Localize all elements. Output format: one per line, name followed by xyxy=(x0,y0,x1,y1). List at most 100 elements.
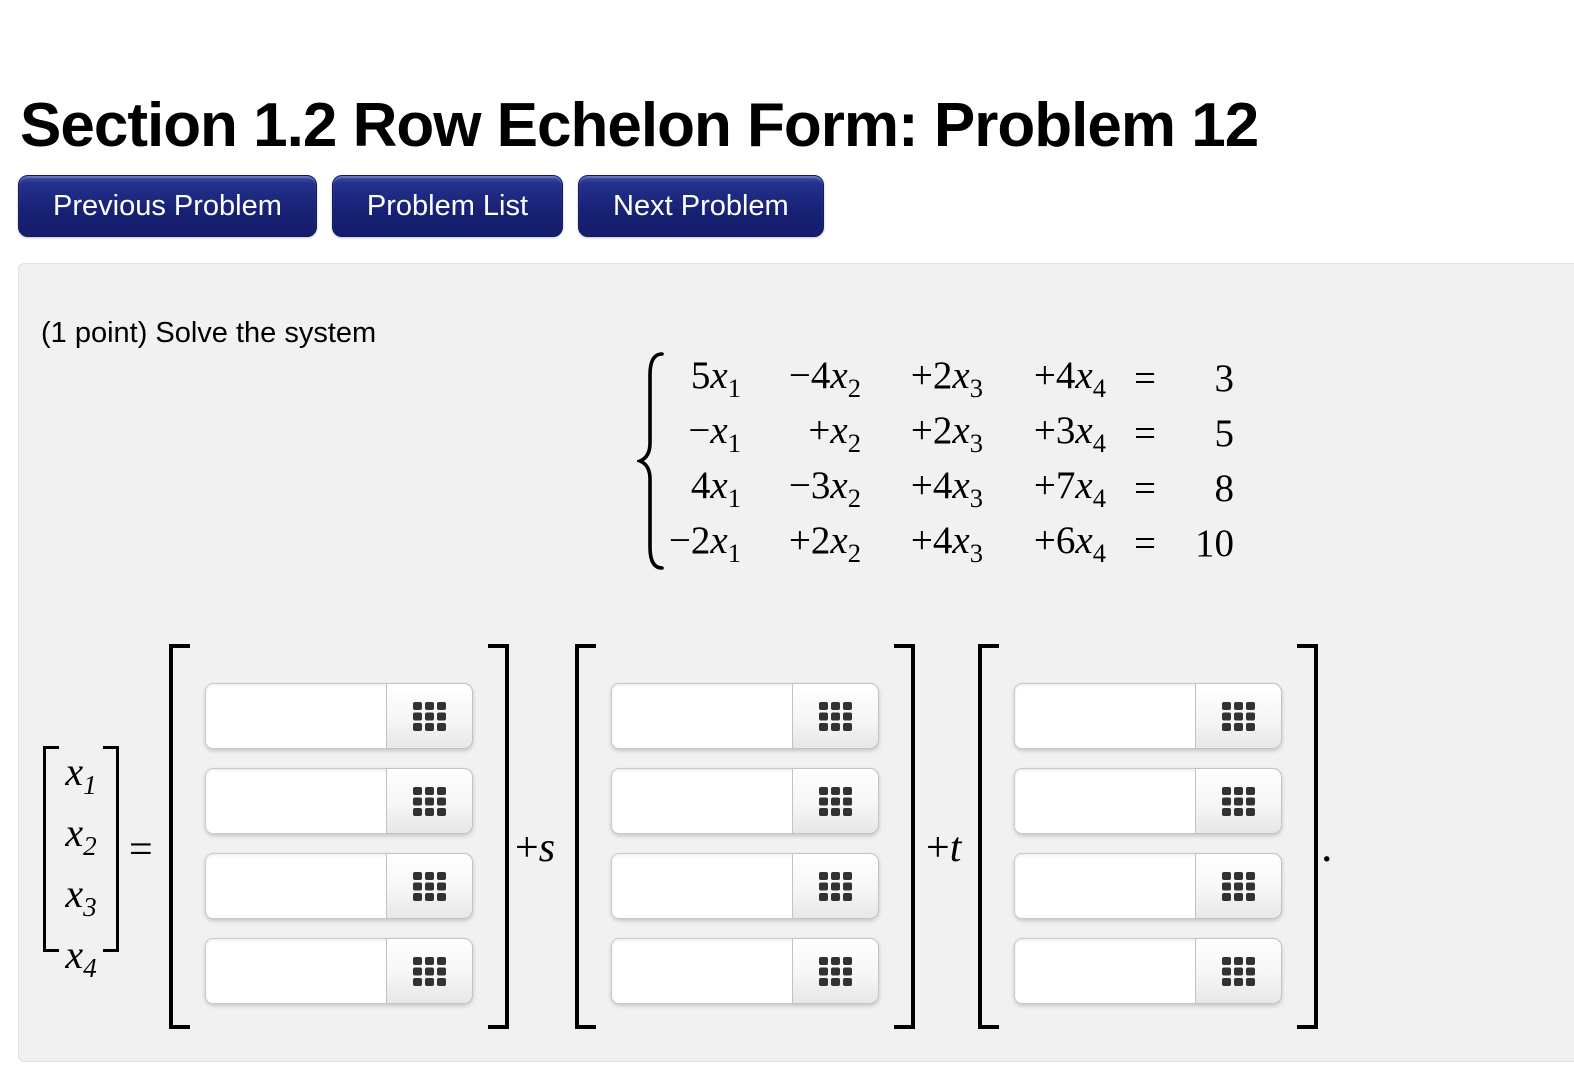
grid-icon xyxy=(1222,871,1255,901)
right-bracket xyxy=(894,644,915,1029)
system-left-brace-icon xyxy=(637,352,664,570)
equation-term: −2x1 xyxy=(668,519,741,568)
grid-icon xyxy=(413,956,446,986)
matrix-entry-4 xyxy=(205,938,473,1004)
equation-term: +6x4 xyxy=(1033,519,1106,568)
matrix-entry-4 xyxy=(611,938,879,1004)
equation-term: 5x1 xyxy=(690,354,741,403)
points-label: (1 point) xyxy=(41,317,148,349)
equation-editor-button[interactable] xyxy=(386,768,473,834)
equation-editor-button[interactable] xyxy=(386,683,473,749)
equation-equals: = xyxy=(1134,412,1156,455)
right-bracket xyxy=(488,644,509,1029)
grid-icon xyxy=(413,701,446,731)
previous-problem-button[interactable]: Previous Problem xyxy=(18,175,317,237)
equation-row: −x1+x2+2x3+3x4=5 xyxy=(646,406,1234,461)
equation-row: −2x1 +2x2 +4x3 +6x4 = 10 xyxy=(646,516,1234,571)
answer-input[interactable] xyxy=(205,853,406,919)
answer-input[interactable] xyxy=(611,768,812,834)
equation-editor-button[interactable] xyxy=(792,768,879,834)
answer-input[interactable] xyxy=(205,768,406,834)
equation-equals: = xyxy=(1134,357,1156,400)
equation-row: 5x1 −4x2 +2x3 +4x4 = 3 xyxy=(646,351,1234,406)
left-bracket xyxy=(978,644,999,1029)
page-title: Section 1.2 Row Echelon Form: Problem 12 xyxy=(20,90,1259,160)
answer-input[interactable] xyxy=(1014,768,1215,834)
vector-entry: x3 xyxy=(65,871,97,922)
equation-term: +4x3 xyxy=(910,519,983,568)
matrix-entry-1 xyxy=(611,683,879,749)
answer-matrix-t xyxy=(978,644,1318,1029)
matrix-entry-4 xyxy=(1014,938,1282,1004)
next-problem-button[interactable]: Next Problem xyxy=(578,175,824,237)
equation-term: +4x4 xyxy=(1033,354,1106,403)
grid-icon xyxy=(1222,701,1255,731)
equation-term: +4x3 xyxy=(910,464,983,513)
vector-entry: x1 xyxy=(65,749,97,800)
matrix-entry-3 xyxy=(205,853,473,919)
matrix-entry-3 xyxy=(611,853,879,919)
grid-icon xyxy=(819,871,852,901)
right-bracket xyxy=(1297,644,1318,1029)
equation-editor-button[interactable] xyxy=(1195,853,1282,919)
left-bracket xyxy=(169,644,190,1029)
equation-term: +2x3 xyxy=(910,354,983,403)
equals-sign: = xyxy=(129,827,153,873)
equation-editor-button[interactable] xyxy=(1195,938,1282,1004)
equation-editor-button[interactable] xyxy=(792,853,879,919)
equation-editor-button[interactable] xyxy=(792,938,879,1004)
right-bracket xyxy=(103,746,119,952)
plus-t-term: +t xyxy=(926,825,962,871)
x-vector: x1 x2 x3 x4 xyxy=(43,746,119,983)
grid-icon xyxy=(413,871,446,901)
grid-icon xyxy=(819,956,852,986)
equation-editor-button[interactable] xyxy=(792,683,879,749)
answer-input[interactable] xyxy=(611,938,812,1004)
answer-input[interactable] xyxy=(1014,853,1215,919)
matrix-entry-2 xyxy=(205,768,473,834)
equation-editor-button[interactable] xyxy=(386,938,473,1004)
answer-input[interactable] xyxy=(611,683,812,749)
equation-equals: = xyxy=(1134,522,1156,565)
problem-list-button[interactable]: Problem List xyxy=(331,175,564,237)
answer-input[interactable] xyxy=(1014,683,1215,749)
equation-term: −4x2 xyxy=(788,354,861,403)
matrix-entry-2 xyxy=(1014,768,1282,834)
equation-row: 4x1−3x2+4x3+7x4=8 xyxy=(646,461,1234,516)
equation-editor-button[interactable] xyxy=(1195,768,1282,834)
plus-s-term: +s xyxy=(515,825,556,871)
left-bracket xyxy=(575,644,596,1029)
equation-term: +7x4 xyxy=(1033,464,1106,513)
answer-input[interactable] xyxy=(205,938,406,1004)
problem-prompt: (1 point)Solve the system xyxy=(41,317,376,350)
problem-panel: (1 point)Solve the system 5x1−4x2+2x3+4x… xyxy=(18,263,1574,1062)
grid-icon xyxy=(1222,786,1255,816)
prompt-text: Solve the system xyxy=(155,317,377,349)
grid-icon xyxy=(819,786,852,816)
equation-rhs: 5 xyxy=(1214,412,1235,455)
equation-editor-button[interactable] xyxy=(1195,683,1282,749)
answer-matrix-s xyxy=(575,644,915,1029)
matrix-entry-3 xyxy=(1014,853,1282,919)
equation-term: +2x3 xyxy=(910,409,983,458)
sentence-period: . xyxy=(1321,820,1333,871)
equation-term: +2x2 xyxy=(788,519,861,568)
equation-term: −x1 xyxy=(688,409,741,458)
answer-input[interactable] xyxy=(611,853,812,919)
equation-term: −3x2 xyxy=(788,464,861,513)
vector-entry: x4 xyxy=(65,932,97,983)
matrix-entry-2 xyxy=(611,768,879,834)
equation-rhs: 3 xyxy=(1214,357,1235,400)
answer-input[interactable] xyxy=(205,683,406,749)
vector-entry: x2 xyxy=(65,810,97,861)
left-bracket xyxy=(43,746,59,952)
matrix-entry-1 xyxy=(1014,683,1282,749)
equation-equals: = xyxy=(1134,467,1156,510)
equation-term: 4x1 xyxy=(690,464,741,513)
answer-matrix-particular xyxy=(169,644,509,1029)
answer-input[interactable] xyxy=(1014,938,1215,1004)
equation-rhs: 10 xyxy=(1195,522,1234,565)
equation-editor-button[interactable] xyxy=(386,853,473,919)
